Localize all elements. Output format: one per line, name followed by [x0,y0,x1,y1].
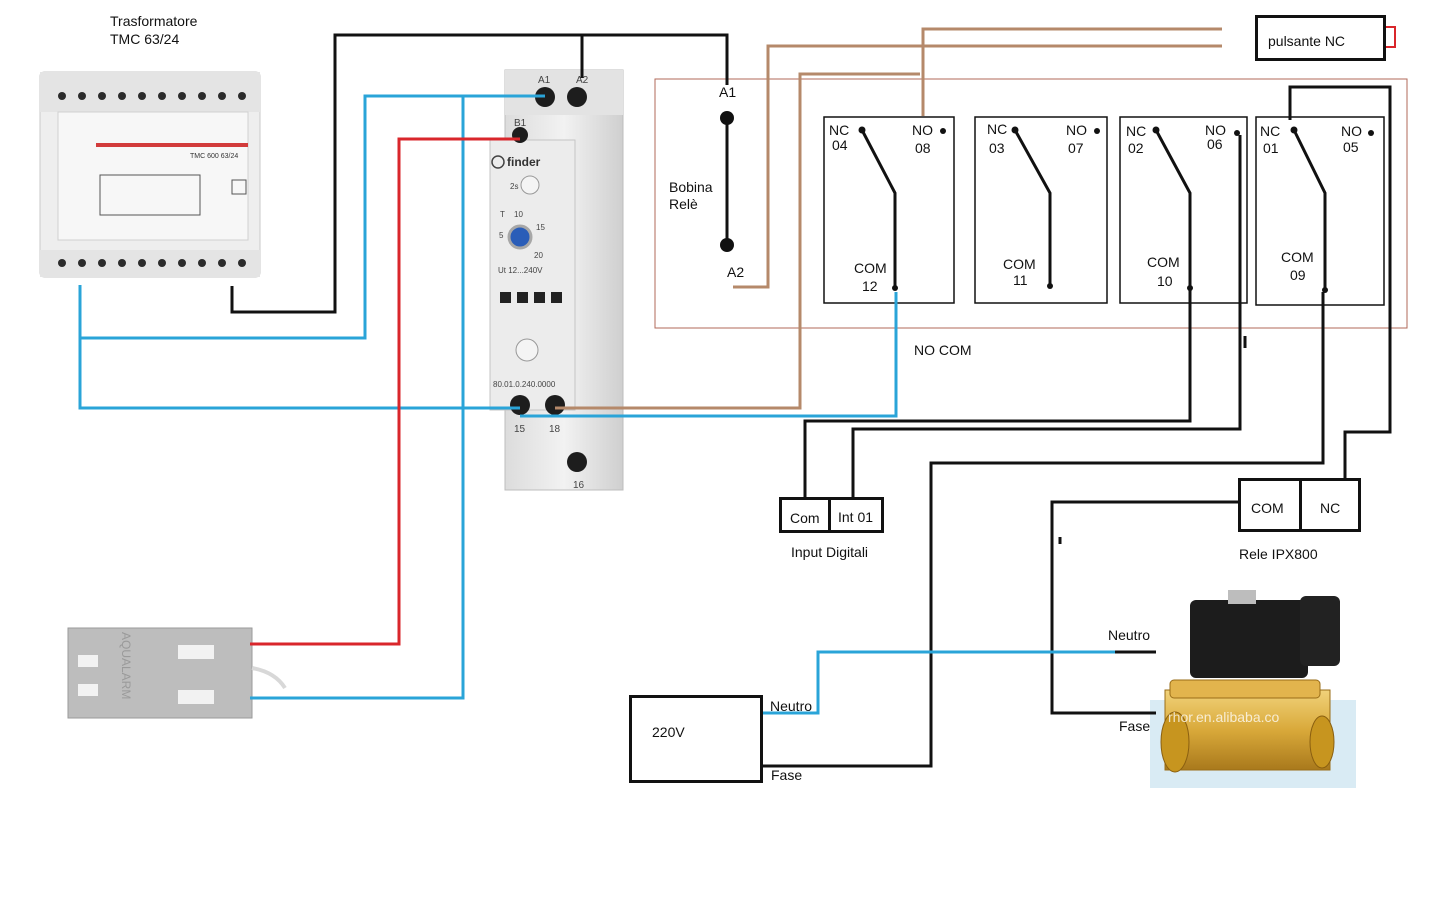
coil-label-line1: Bobina [669,179,713,195]
coil-label-line2: Relè [669,196,698,212]
contact-3-nc-num: 02 [1128,140,1144,156]
transformer-title-line1: Trasformatore [110,13,198,29]
power-supply-label: 220V [652,724,685,740]
coil-a2-label: A2 [727,264,745,280]
contact-4-nc-num: 01 [1263,140,1279,156]
contact-3-nc: NC [1126,123,1147,139]
no-com-label: NO COM [914,342,972,358]
contact-1-no-num: 08 [915,140,931,156]
contact-3-no: NO [1205,122,1226,138]
contact-1-com: COM [854,260,887,276]
transformer-title-line2: TMC 63/24 [110,31,180,47]
relay-scale-10: 10 [514,210,523,219]
digital-input-com: Com [790,510,820,526]
relay-scale-15: 15 [536,223,545,232]
power-neutral-label: Neutro [770,698,813,714]
relay-scale-5: 5 [499,231,504,240]
digital-inputs-caption: Input Digitali [791,544,869,560]
contact-2-com-num: 11 [1013,272,1028,288]
contact-4-nc: NC [1260,123,1281,139]
relay-scale-20: 20 [534,251,543,260]
power-phase-label: Fase [771,767,803,783]
wires-black [230,33,1392,768]
relay-coil [720,111,734,252]
contact-3-no-num: 06 [1207,136,1223,152]
contact-box-3 [1119,116,1248,304]
water-sensor-device: AQUALARM [67,627,287,719]
wires-brown [555,27,1222,410]
valve-phase-label: Fase [1119,718,1151,734]
contact-2-nc-num: 03 [989,140,1005,156]
contact-3-com: COM [1147,254,1180,270]
relay-terminal-18: 18 [549,424,561,435]
contact-2-no: NO [1066,122,1087,138]
relay-brand: finder [507,155,541,169]
valve-watermark: rhor.en.alibaba.co [1168,709,1280,725]
solenoid-valve-device: rhor.en.alibaba.co [1150,590,1356,788]
contact-4-no-num: 05 [1343,139,1359,155]
contact-1-com-num: 12 [862,278,878,294]
relay-terminal-15: 15 [514,424,526,435]
contact-4-no: NO [1341,123,1362,139]
timer-relay-device: finder Ut 12...240V 80.01.0.240.0000 A1 … [489,69,624,491]
ipx-caption: Rele IPX800 [1239,546,1318,562]
digital-input-int-box: Int 01 [828,497,884,533]
relay-model: 80.01.0.240.0000 [493,380,556,389]
contact-box-1 [823,116,955,304]
relay-board [654,78,1408,329]
transformer-device: TMC 600 63/24 [39,71,261,278]
contact-4-com: COM [1281,249,1314,265]
relay-terminal-b1: B1 [514,118,527,129]
contact-box-2 [974,116,1108,304]
contact-3-com-num: 10 [1157,273,1173,289]
power-supply-box: 220V [629,695,763,783]
relay-terminal-a2: A2 [576,75,589,86]
relay-scale-t: T [500,210,505,219]
wires-red [250,137,520,646]
wires-blue [78,94,1115,715]
coil-a1-label: A1 [719,84,737,100]
ipx-com-box: COM [1238,478,1302,532]
contact-2-nc: NC [987,121,1008,137]
contact-4-com-num: 09 [1290,267,1306,283]
transformer-brand: TMC 600 63/24 [190,153,238,160]
sensor-brand: AQUALARM [119,632,133,699]
digital-input-com-box: Com [779,497,831,533]
push-button-box[interactable]: pulsante NC [1255,15,1386,61]
valve-neutral-label: Neutro [1108,627,1151,643]
contact-boxes [823,116,1385,306]
contact-switches [860,129,1327,290]
relay-terminal-16: 16 [573,480,585,491]
ipx-com: COM [1251,500,1284,516]
contact-2-com: COM [1003,256,1036,272]
ipx-nc: NC [1320,500,1341,516]
relay-terminal-a1: A1 [538,75,551,86]
contact-1-no: NO [912,122,933,138]
contact-1-nc-num: 04 [832,137,848,153]
contact-terminals [858,126,1374,293]
relay-scale-2s: 2s [510,182,518,191]
push-button-label: pulsante NC [1268,33,1346,49]
contact-1-nc: NC [829,122,850,138]
ipx-nc-box: NC [1299,478,1361,532]
digital-input-int01: Int 01 [838,509,874,525]
relay-rating: Ut 12...240V [498,266,543,275]
contact-box-4 [1255,116,1385,306]
contact-2-no-num: 07 [1068,140,1084,156]
